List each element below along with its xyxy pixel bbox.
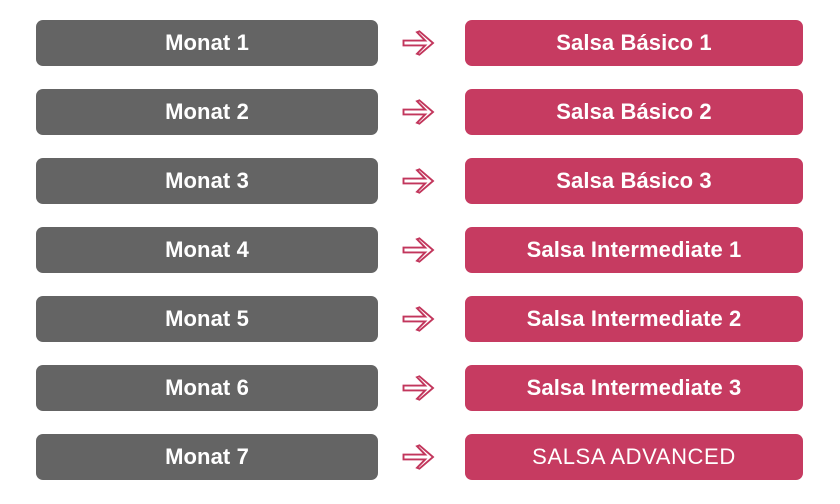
course-chip-label: Salsa Básico 2	[556, 99, 712, 124]
double-arrow-right-outline-icon	[398, 227, 446, 273]
progression-row: Monat 4 Salsa Intermediate 1	[0, 227, 840, 273]
course-chip-label: Salsa Intermediate 2	[526, 306, 742, 331]
progression-row: Monat 6 Salsa Intermediate 3	[0, 365, 840, 411]
month-chip-1[interactable]: Monat 1	[36, 20, 378, 66]
course-chip-label: SALSA ADVANCED	[532, 444, 736, 469]
course-chip-6[interactable]: Salsa Intermediate 3	[465, 365, 803, 411]
month-chip-6[interactable]: Monat 6	[36, 365, 378, 411]
progression-row: Monat 1 Salsa Básico 1	[0, 20, 840, 66]
course-chip-7[interactable]: SALSA ADVANCED	[465, 434, 803, 480]
double-arrow-right-outline-icon	[398, 365, 446, 411]
month-chip-label: Monat 6	[165, 375, 249, 400]
double-arrow-right-outline-icon	[398, 89, 446, 135]
course-chip-label: Salsa Intermediate 3	[526, 375, 742, 400]
course-chip-1[interactable]: Salsa Básico 1	[465, 20, 803, 66]
month-chip-label: Monat 7	[165, 444, 249, 469]
progression-row: Monat 5 Salsa Intermediate 2	[0, 296, 840, 342]
course-chip-2[interactable]: Salsa Básico 2	[465, 89, 803, 135]
course-chip-label: Salsa Intermediate 1	[526, 237, 742, 262]
month-chip-label: Monat 2	[165, 99, 249, 124]
month-chip-7[interactable]: Monat 7	[36, 434, 378, 480]
progression-row: Monat 7 SALSA ADVANCED	[0, 434, 840, 480]
month-chip-2[interactable]: Monat 2	[36, 89, 378, 135]
progression-row: Monat 3 Salsa Básico 3	[0, 158, 840, 204]
month-chip-4[interactable]: Monat 4	[36, 227, 378, 273]
course-chip-3[interactable]: Salsa Básico 3	[465, 158, 803, 204]
course-chip-label: Salsa Básico 3	[556, 168, 712, 193]
month-chip-label: Monat 1	[165, 30, 249, 55]
month-chip-label: Monat 4	[165, 237, 249, 262]
progression-row: Monat 2 Salsa Básico 2	[0, 89, 840, 135]
double-arrow-right-outline-icon	[398, 434, 446, 480]
month-chip-5[interactable]: Monat 5	[36, 296, 378, 342]
double-arrow-right-outline-icon	[398, 158, 446, 204]
course-chip-label: Salsa Básico 1	[556, 30, 712, 55]
double-arrow-right-outline-icon	[398, 296, 446, 342]
month-chip-label: Monat 5	[165, 306, 249, 331]
course-chip-4[interactable]: Salsa Intermediate 1	[465, 227, 803, 273]
month-chip-3[interactable]: Monat 3	[36, 158, 378, 204]
course-chip-5[interactable]: Salsa Intermediate 2	[465, 296, 803, 342]
month-chip-label: Monat 3	[165, 168, 249, 193]
double-arrow-right-outline-icon	[398, 20, 446, 66]
